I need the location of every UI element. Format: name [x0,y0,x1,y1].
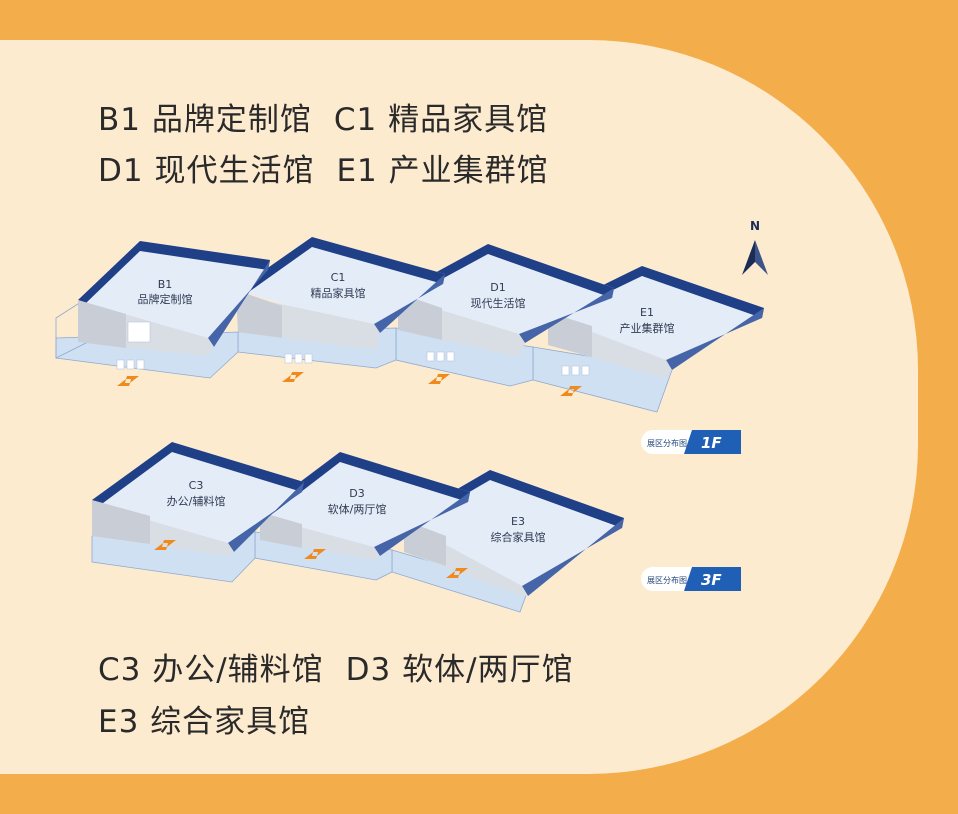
hall-c3-code: C3 [189,479,204,492]
hall-e3-code: E3 [511,515,525,528]
north-label: N [750,219,760,233]
legend-entry-b1: B1 品牌定制馆 [98,102,312,138]
floor-caption-1f: 展区分布图 [647,438,687,448]
legend-line: D1 现代生活馆 E1 产业集群馆 [98,145,571,190]
hall-b1[interactable]: B1 品牌定制馆 [55,241,270,386]
map-card: B1 品牌定制馆 C1 精品家具馆 D1 现代生活馆 E1 产业集群馆 C3 办公/… [0,40,918,774]
floor-caption-3f: 展区分布图 [647,575,687,585]
legend-entry-e3: E3 综合家具馆 [98,704,311,740]
legend-line: B1 品牌定制馆 C1 精品家具馆 [98,94,570,139]
legend-entry-e1: E1 产业集群馆 [336,153,549,189]
hall-c3[interactable]: C3 办公/辅料馆 [91,442,304,583]
hall-c1-name: 精品家具馆 [311,286,366,300]
hall-e1-code: E1 [640,306,654,319]
hall-e3-name: 综合家具馆 [491,530,546,544]
floor-tag-1f: 展区分布图 1F [641,430,741,454]
hall-d1-code: D1 [490,281,505,294]
legend-line: C3 办公/辅料馆 D3 软体/两厅馆 [98,644,596,689]
legend-entry-d3: D3 软体/两厅馆 [345,652,574,688]
legend-entry-c1: C1 精品家具馆 [333,102,549,138]
hall-c3-name: 办公/辅料馆 [167,494,226,508]
floor-1f: E1 产业集群馆 D1 现代生活馆 [55,237,764,454]
hall-d3-code: D3 [349,487,364,500]
hall-b1-code: B1 [158,278,173,291]
hall-d3-name: 软体/两厅馆 [328,502,387,516]
floor-label-1f: 1F [701,434,722,452]
legend-entry-d1: D1 现代生活馆 [98,153,315,189]
floor-label-3f: 3F [701,571,722,589]
hall-d1-name: 现代生活馆 [471,296,526,310]
hall-c1-code: C1 [331,271,346,284]
hall-d1[interactable]: D1 现代生活馆 [395,244,614,387]
floor-tag-3f: 展区分布图 3F [641,567,741,591]
hall-d3[interactable]: D3 软体/两厅馆 [254,452,470,581]
hall-e1-name: 产业集群馆 [620,321,675,335]
legend-line: E3 综合家具馆 [98,696,332,741]
floor-3f: E3 综合家具馆 D3 软体/两厅馆 C3 办公/辅 [91,442,741,613]
north-arrow-icon: N [742,219,768,275]
legend-entry-c3: C3 办公/辅料馆 [98,652,324,688]
hall-b1-name: 品牌定制馆 [138,292,193,306]
